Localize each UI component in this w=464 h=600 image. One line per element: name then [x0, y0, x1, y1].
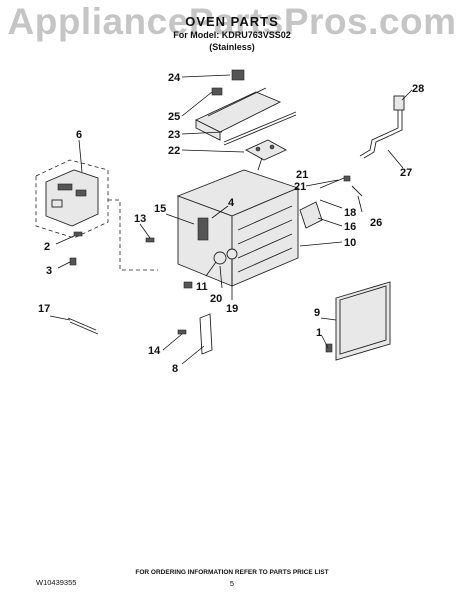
- callout-13: 14: [148, 345, 161, 357]
- callout-1: 1: [316, 327, 322, 339]
- model-variant: (Stainless): [209, 42, 255, 52]
- callout-23: 23: [168, 129, 180, 141]
- hinge-part-15: [299, 175, 363, 229]
- callout-3: 3: [46, 265, 52, 277]
- callout-10: 10: [344, 237, 356, 249]
- document-number: W10439355: [36, 578, 77, 587]
- callout-22: 22: [168, 145, 180, 157]
- small-hardware: [67, 231, 333, 355]
- callout-4: 4: [228, 197, 235, 209]
- callout-26: 26: [370, 217, 382, 229]
- callout-2: 2: [44, 241, 50, 253]
- callout-16: 17: [38, 303, 50, 315]
- callout-15: 16: [344, 221, 356, 233]
- page-title: OVEN PARTS: [185, 14, 279, 29]
- callout-20: 21: [296, 169, 308, 181]
- callout-labels: 24 25 23 22 6 2 3 17 13 15 4 21 28 27 21…: [38, 72, 424, 375]
- page-number: 5: [229, 579, 235, 588]
- callout-21: 21: [294, 181, 306, 193]
- watermark: AppliancePartsPros.com: [7, 1, 457, 42]
- oven-cavity: [176, 169, 300, 287]
- callout-17: 18: [344, 207, 356, 219]
- callout-9: 9: [314, 307, 320, 319]
- part-20-bracket: [245, 139, 287, 161]
- ordering-note: FOR ORDERING INFORMATION REFER TO PARTS …: [135, 569, 329, 576]
- vent-duct-assembly: [194, 69, 297, 146]
- callout-12: 13: [134, 213, 146, 225]
- callout-11: 11: [196, 281, 208, 293]
- callout-14: 15: [154, 203, 166, 215]
- callout-19: 20: [210, 293, 222, 305]
- rod-assembly: [359, 95, 405, 159]
- callout-6: 6: [76, 129, 82, 141]
- model-number: For Model: KDRU763VSS02: [173, 30, 291, 40]
- control-panel-assembly: [35, 159, 158, 271]
- callout-28: 28: [412, 83, 424, 95]
- callout-27: 27: [400, 167, 412, 179]
- callout-8: 8: [172, 363, 178, 375]
- door-panel: [335, 281, 391, 361]
- callout-18: 19: [226, 303, 238, 315]
- callout-24: 24: [168, 72, 181, 84]
- leader-lines: [49, 74, 413, 365]
- callout-25: 25: [168, 111, 180, 123]
